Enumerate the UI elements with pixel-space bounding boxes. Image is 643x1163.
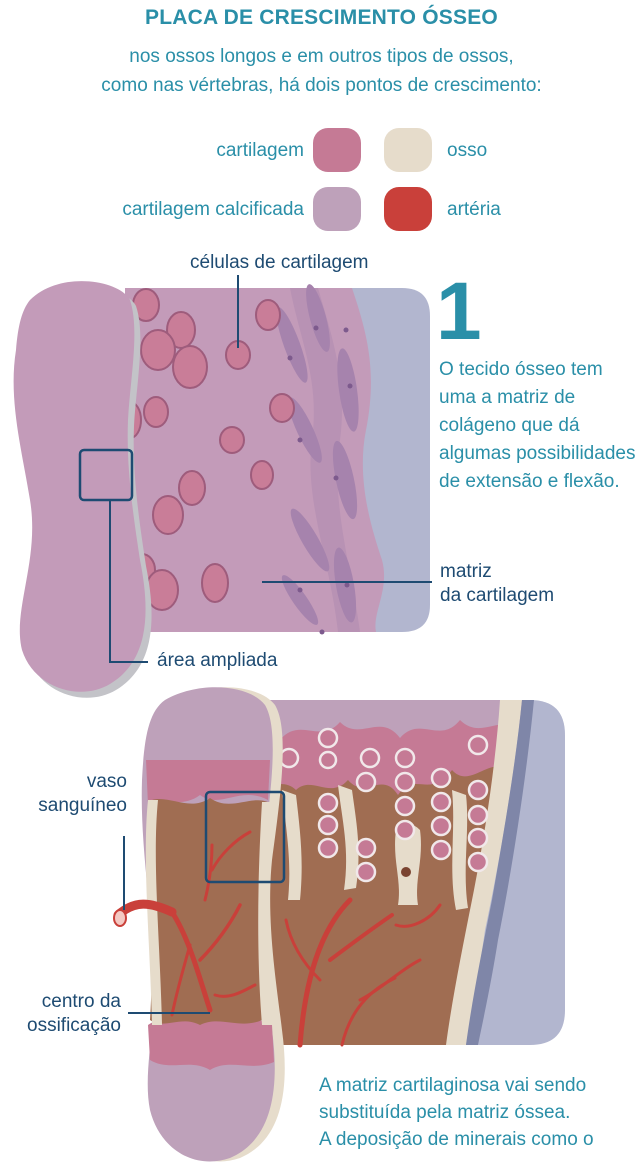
legend-swatch-arteria: [384, 187, 432, 231]
matrix-band: [290, 288, 360, 632]
ossification-center: [150, 798, 268, 1025]
label-celulas: células de cartilagem: [190, 252, 369, 273]
legend-label-osso: osso: [447, 140, 488, 161]
label-centro-line-1: centro da: [41, 991, 121, 1012]
legend-swatch-cartilagem: [313, 128, 361, 172]
label-vaso: vaso sanguíneo: [38, 770, 127, 818]
zoom-leader-line: [109, 500, 148, 663]
ossification-panel: [240, 700, 565, 1048]
label-matriz: matriz da cartilagem: [440, 560, 554, 608]
subtitle-line-2: como nas vértebras, há dois pontos de cr…: [101, 75, 542, 96]
legend-label-cartilagem: cartilagem: [216, 140, 304, 161]
bottom-paragraph: A matriz cartilaginosa vai sendo substit…: [319, 1072, 643, 1153]
fibroblast-cells: [276, 284, 359, 625]
legend-swatch-cartilagem-calcificada: [313, 187, 361, 231]
label-vaso-line-1: vaso: [86, 771, 127, 792]
page-title: PLACA DE CRESCIMENTO ÓSSEO: [145, 6, 498, 29]
chondrocyte-cells: [118, 288, 295, 613]
bone-panel: [240, 700, 520, 1045]
paragraph-line-1: A matriz cartilaginosa vai sendo: [319, 1075, 587, 1096]
legend-label-arteria: artéria: [447, 199, 501, 220]
label-area-ampliada: área ampliada: [157, 650, 278, 671]
cartilage-zoom-panel: [118, 284, 430, 635]
paragraph-line-3: A deposição de minerais como o: [319, 1129, 594, 1150]
label-matriz-line-1: matriz: [440, 561, 492, 582]
fibroblast-nuclei: [287, 325, 353, 635]
bone-edge: [446, 700, 522, 1045]
panel-vessels: [284, 897, 442, 1048]
page-subtitle: nos ossos longos e em outros tipos de os…: [0, 42, 643, 100]
label-centro: centro da ossificação: [27, 990, 121, 1038]
blood-vessel: [113, 899, 177, 927]
paragraph-line-2: substituída pela matriz óssea.: [319, 1102, 571, 1123]
step-description: O tecido ósseo tem uma a matriz de colág…: [439, 359, 636, 492]
step-number: 1: [436, 266, 482, 357]
legend-label-cartilagem-calcificada: cartilagem calcificada: [122, 199, 304, 220]
label-centro-line-2: ossificação: [27, 1015, 121, 1036]
bone-outline-2: [141, 687, 285, 1162]
calcified-zone: [240, 700, 525, 740]
label-matriz-line-2: da cartilagem: [440, 585, 555, 606]
label-vaso-line-2: sanguíneo: [38, 795, 127, 816]
zoom-box-2: [204, 790, 286, 884]
legend-swatch-osso: [384, 128, 432, 172]
subtitle-line-1: nos ossos longos e em outros tipos de os…: [129, 46, 514, 67]
column-cells: [278, 727, 489, 883]
zoom-box-1: [78, 448, 134, 502]
